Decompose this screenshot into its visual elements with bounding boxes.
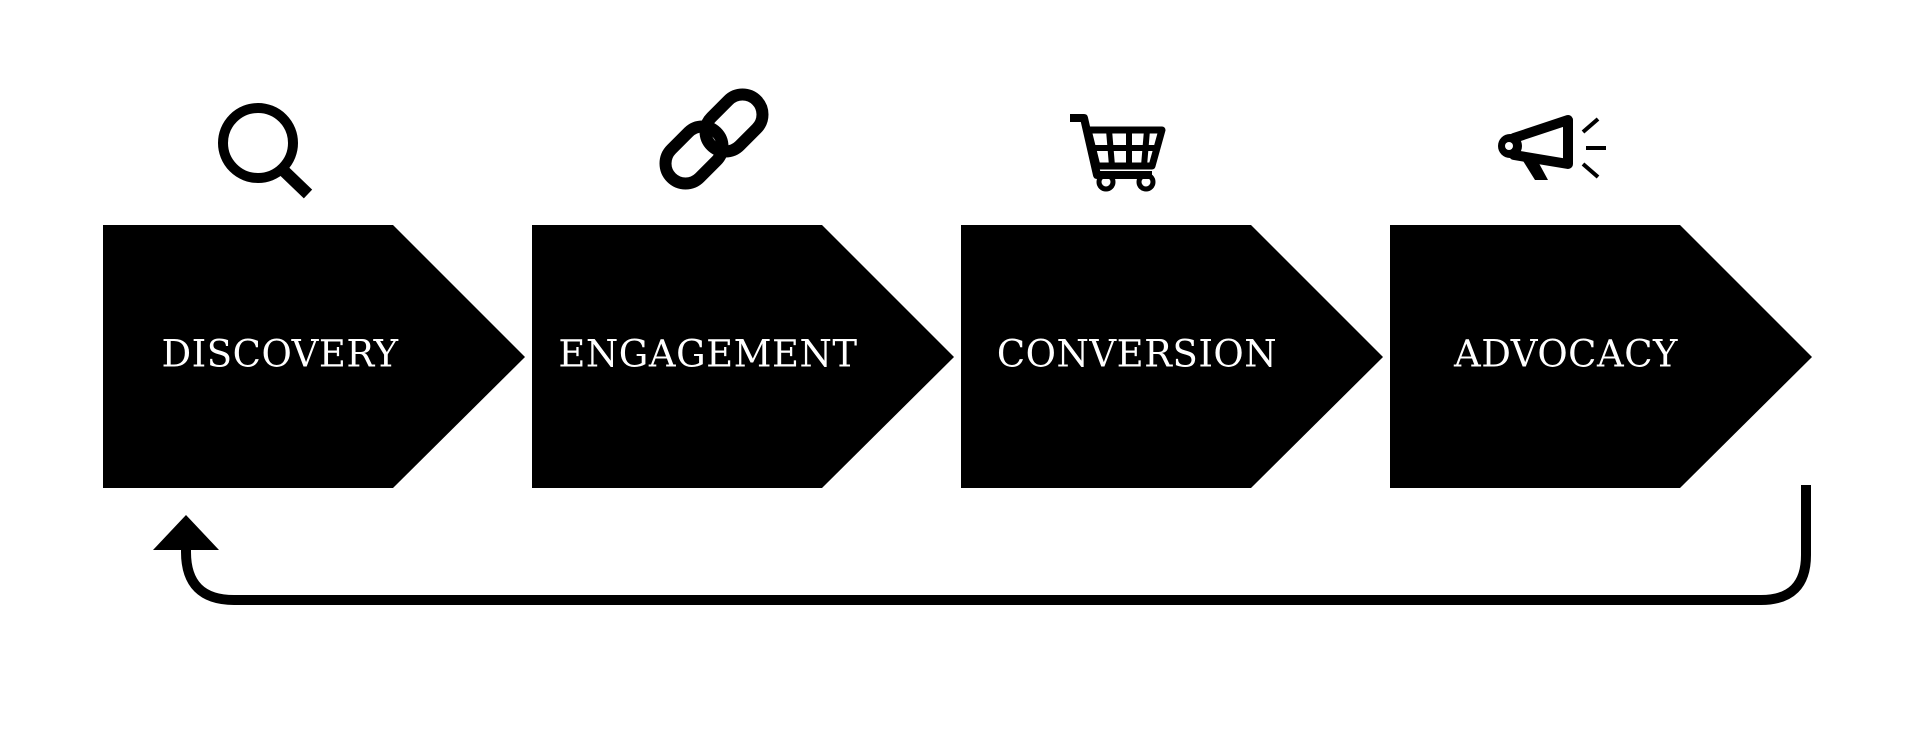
stage-label-advocacy: ADVOCACY <box>1453 333 1678 376</box>
stage-engagement: ENGAGEMENT <box>532 88 954 488</box>
stage-conversion: CONVERSION <box>961 114 1383 488</box>
loop-arrowhead <box>153 515 219 550</box>
link-icon <box>659 88 769 190</box>
stage-label-discovery: DISCOVERY <box>162 333 399 376</box>
stage-discovery: DISCOVERY <box>103 103 525 488</box>
search-icon <box>218 103 313 199</box>
feedback-loop-arrow <box>153 485 1811 605</box>
stage-label-engagement: ENGAGEMENT <box>558 333 857 376</box>
stage-arrow-conversion <box>961 225 1383 488</box>
stage-label-conversion: CONVERSION <box>997 333 1277 376</box>
megaphone-icon <box>1498 115 1606 180</box>
stage-advocacy: ADVOCACY <box>1390 115 1812 488</box>
stage-arrow-advocacy <box>1390 225 1812 488</box>
shopping-cart-icon <box>1070 114 1166 192</box>
stage-arrow-discovery <box>103 225 525 488</box>
stage-arrow-engagement <box>532 225 954 488</box>
